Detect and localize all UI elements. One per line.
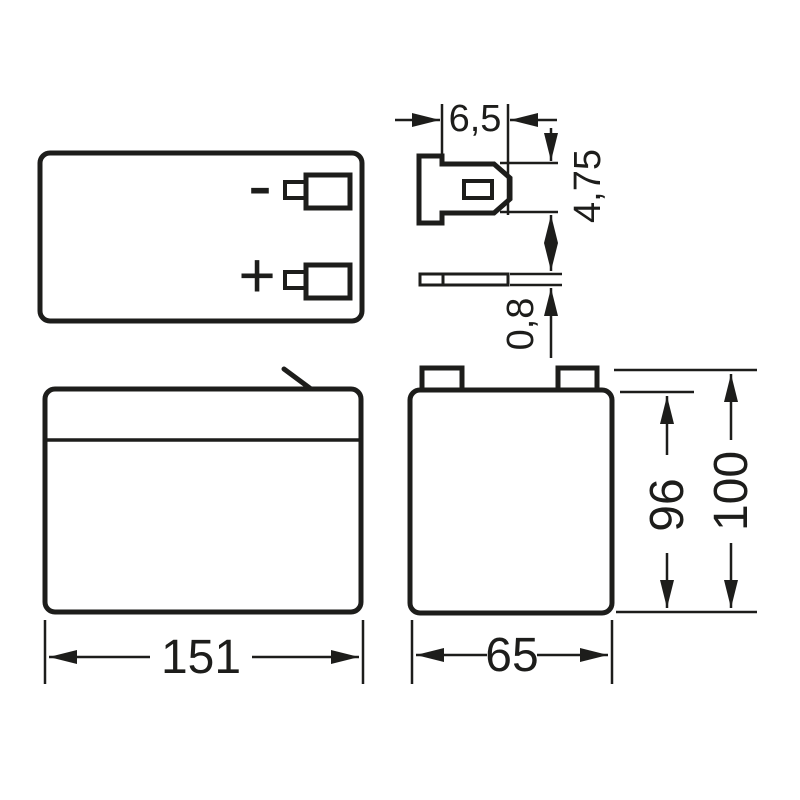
battery-side-view: 96 100 65 bbox=[407, 365, 758, 684]
dimension-label-body-height: 96 bbox=[641, 478, 694, 531]
front-view-leader-line bbox=[281, 366, 314, 392]
front-view-outline bbox=[42, 386, 364, 615]
battery-top-view: - + bbox=[37, 146, 365, 324]
positive-terminal-body bbox=[303, 262, 353, 301]
dimension-label-blade-width: 4,75 bbox=[567, 149, 609, 223]
dimension-length: 151 bbox=[43, 620, 365, 684]
terminal-blade-edge-view bbox=[418, 272, 510, 287]
dimension-label-length: 151 bbox=[161, 631, 241, 684]
dimension-label-depth: 65 bbox=[485, 629, 538, 682]
dimension-label-blade-thickness: 0,8 bbox=[500, 298, 542, 351]
positive-terminal-sign: + bbox=[238, 239, 275, 311]
dimension-blade-length: 6,5 bbox=[395, 98, 557, 215]
negative-terminal-body bbox=[303, 172, 353, 211]
dimension-overall-height: 100 bbox=[614, 368, 758, 614]
dimension-depth: 65 bbox=[410, 620, 614, 684]
side-view-outline bbox=[407, 387, 615, 616]
terminal-detail-view: 6,5 4,75 0,8 bbox=[395, 98, 609, 358]
dimension-blade-width: 4,75 bbox=[500, 128, 609, 243]
negative-terminal bbox=[283, 172, 353, 211]
dimension-blade-thickness: 0,8 bbox=[500, 243, 562, 358]
terminal-blade-hole bbox=[462, 179, 494, 200]
top-view-outline bbox=[37, 150, 365, 324]
dimension-label-overall-height: 100 bbox=[705, 451, 758, 531]
dimension-label-blade-length: 6,5 bbox=[449, 98, 502, 140]
dimension-body-height: 96 bbox=[620, 390, 694, 608]
battery-front-view: 151 bbox=[42, 366, 365, 684]
positive-terminal bbox=[283, 262, 353, 301]
negative-terminal-sign: - bbox=[248, 146, 272, 226]
